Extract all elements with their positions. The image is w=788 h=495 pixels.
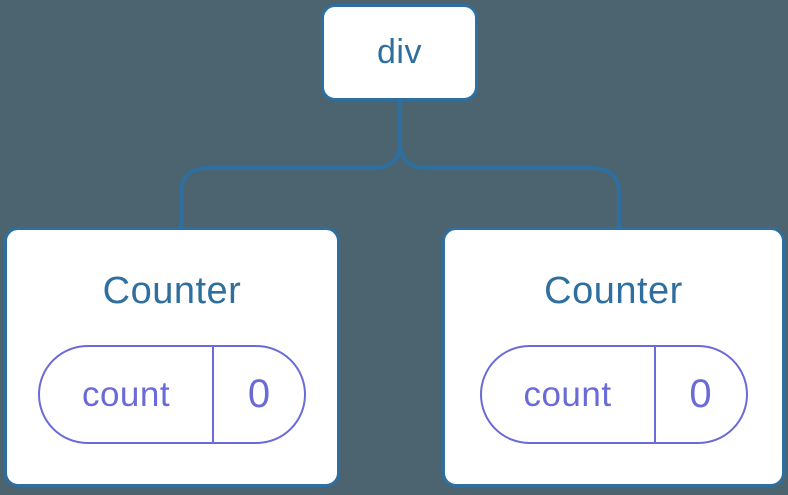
connector-left-branch: [179, 101, 402, 228]
state-key-label: count: [81, 374, 171, 414]
component-title: Counter: [102, 269, 242, 312]
state-pill: count 0: [38, 345, 306, 445]
state-pill-divider: [212, 347, 214, 443]
connector-right-branch: [398, 101, 621, 228]
state-value: 0: [689, 372, 712, 417]
component-card-counter-left: Counter count 0: [4, 227, 340, 487]
component-card-counter-right: Counter count 0: [442, 227, 785, 487]
component-title: Counter: [544, 269, 683, 312]
state-key-label: count: [523, 374, 612, 414]
state-value: 0: [247, 372, 271, 417]
state-pill: count 0: [479, 345, 748, 445]
state-pill-divider: [653, 347, 656, 443]
root-node-div: div: [321, 4, 478, 101]
root-node-label: div: [377, 33, 422, 71]
